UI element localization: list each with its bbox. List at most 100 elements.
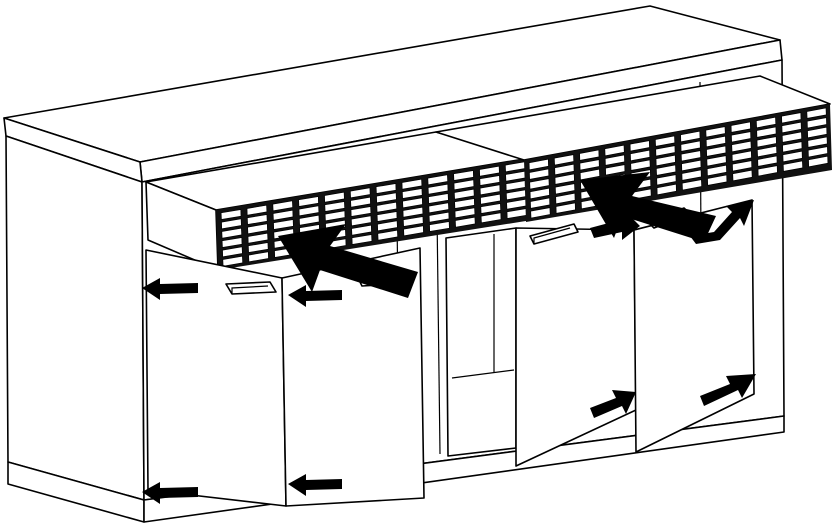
- drawer-grid-cell: [655, 164, 677, 176]
- door-2: [281, 247, 425, 507]
- drawer-grid-cell: [529, 187, 550, 200]
- drawer-grid-cell: [604, 144, 625, 157]
- drawer-grid-cell: [349, 187, 371, 199]
- drawer-grid-cell: [427, 174, 449, 186]
- drawer-grid-cell: [782, 141, 803, 153]
- drawer-grid-cell: [401, 188, 423, 199]
- drawer-grid-cell: [351, 224, 372, 236]
- drawer-grid-cell: [605, 164, 626, 176]
- drawer-grid-cell: [781, 121, 802, 134]
- drawer-grid-cell: [529, 168, 550, 180]
- drawer-grid-cell: [221, 218, 242, 230]
- drawer-grid-cell: [680, 150, 702, 162]
- drawer-grid-cell: [757, 155, 778, 167]
- drawer-grid-cell: [247, 242, 269, 253]
- drawer-grid-cell: [221, 237, 243, 248]
- drawer-grid-cell: [480, 203, 502, 214]
- drawer-grid-cell: [453, 179, 475, 191]
- drawer-grid-cell: [428, 193, 449, 204]
- drawer-grid-cell: [807, 146, 828, 158]
- arrow-left-icon: [142, 482, 198, 504]
- drawer-grid-cell: [530, 197, 551, 209]
- handle-3: [529, 223, 579, 245]
- drawer-grid-cell: [706, 145, 727, 157]
- drawer-grid-cell: [782, 160, 804, 172]
- drawer-grid-cell: [705, 135, 726, 148]
- drawer-grid-cell: [528, 158, 549, 171]
- drawer-grid-cell: [555, 202, 576, 214]
- drawer-grid-cell: [553, 154, 575, 166]
- drawer-grid-cell: [246, 204, 268, 216]
- drawer-grid-cell: [428, 211, 450, 223]
- drawer-grid-cell: [630, 149, 651, 162]
- drawer-grid-cell: [401, 178, 423, 190]
- drawer-grid-cell: [730, 121, 751, 133]
- drawer-grid-cell: [272, 200, 294, 212]
- drawer-grid-cell: [324, 210, 346, 222]
- drawer-grid-cell: [454, 216, 476, 228]
- arrow-left-icon: [142, 278, 198, 300]
- drawer-grid-cell: [629, 140, 650, 152]
- drawer-grid-cell: [755, 116, 777, 129]
- drawer-grid-cell: [756, 136, 777, 148]
- drawer-grid-cell: [324, 201, 346, 212]
- drawer-grid-cell: [554, 163, 575, 176]
- drawer-grid-cell: [222, 255, 244, 267]
- drawer-grid-cell: [807, 136, 828, 148]
- drawer-grid-cell: [376, 201, 398, 213]
- drawer-grid-cell: [579, 159, 600, 171]
- drawer-grid-cell: [731, 140, 752, 153]
- drawer-grid-cell: [247, 232, 269, 244]
- drawer-grid-cell: [375, 183, 397, 194]
- drawer-grid-cell: [731, 131, 752, 143]
- drawer-grid-cell: [732, 169, 753, 182]
- drawer-grid-cell: [655, 154, 676, 167]
- drawer-grid-cell: [324, 191, 345, 203]
- drawer-grid-cell: [377, 220, 398, 232]
- drawer-grid-cell: [554, 173, 575, 185]
- drawer-grid-cell: [579, 149, 600, 161]
- arrow-left-icon: [288, 474, 342, 496]
- drawer-grid-cell: [376, 192, 397, 204]
- drawer-grid-cell: [351, 234, 373, 245]
- drawer-grid-cell: [781, 112, 802, 124]
- arrows: [142, 172, 756, 504]
- arrow-push-icon: [278, 224, 418, 298]
- drawer-grid-cell: [681, 179, 703, 191]
- drawer-grid-cell: [731, 150, 752, 162]
- drawer-grid-cell: [403, 225, 424, 237]
- drawer-grid-cell: [680, 140, 701, 152]
- drawer-grid-cell: [530, 207, 551, 219]
- drawer-grid-cell: [705, 126, 726, 138]
- drawer-grid-cell: [781, 131, 803, 143]
- drawer-grid-cell: [681, 169, 702, 181]
- drawer-grid-cell: [529, 178, 550, 190]
- drawer-grid-cell: [453, 170, 474, 181]
- drawer-grid-cell: [579, 168, 601, 181]
- drawer-grid-cell: [655, 145, 676, 157]
- drawer-grid-cell: [454, 207, 476, 219]
- drawer-grid-cell: [429, 221, 450, 232]
- drawer-grid-cell: [402, 206, 424, 218]
- drawer-grid-cell: [298, 214, 320, 226]
- arrow-right-icon: [700, 374, 756, 406]
- drawer-grid-cell: [480, 212, 502, 224]
- drawer-grid-cell: [479, 165, 500, 177]
- drawer-grid-cell: [453, 188, 475, 200]
- drawer-grid-cell: [479, 184, 501, 196]
- drawer-grid-cell: [248, 251, 269, 263]
- drawer-grid-cell: [246, 214, 268, 225]
- drawer-grid-cell: [454, 198, 475, 209]
- drawer-grid-cell: [298, 196, 319, 207]
- drawer-grid-cell: [220, 209, 242, 220]
- cabinet-left-side: [5, 135, 145, 501]
- drawer-grid-cell: [298, 205, 320, 217]
- drawer-grid-cell: [630, 159, 651, 171]
- drawer-grid-cell: [782, 150, 803, 163]
- drawer-grid-cell: [756, 126, 777, 138]
- drawer-grid-cell: [706, 164, 727, 177]
- drawer-grid-cell: [554, 183, 576, 195]
- drawer-grid-cell: [350, 196, 371, 208]
- drawer-grid-cell: [222, 246, 243, 258]
